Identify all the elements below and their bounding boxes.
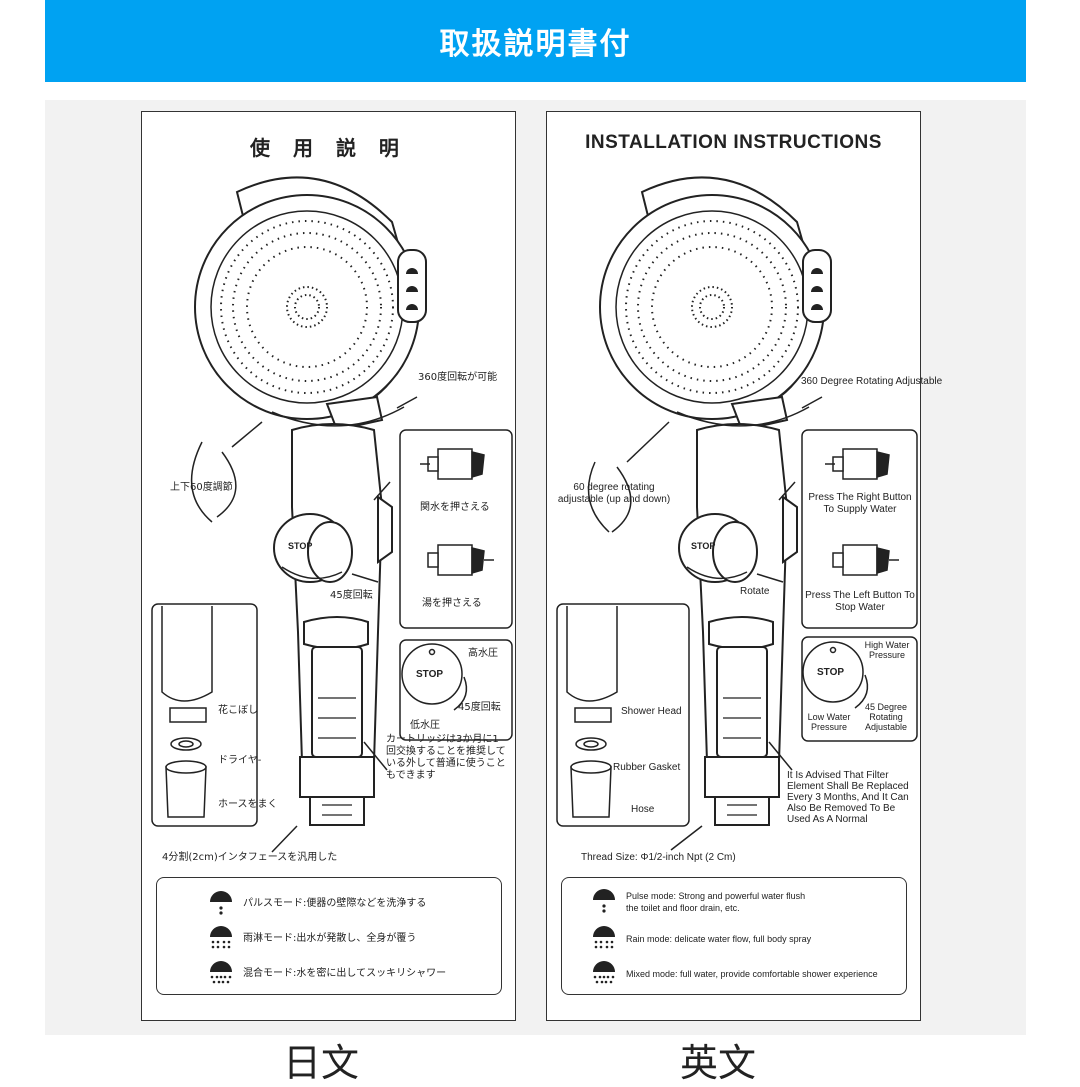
- hose-label: Hose: [631, 804, 655, 815]
- instruction-panel-japanese: 使 用 説 明: [141, 111, 516, 1021]
- rain-mode-icon: [593, 926, 615, 949]
- spray-modes-box: パルスモード:便器の壁際などを洗浄する 雨淋モード:出水が発散し、全身が覆う 混…: [156, 877, 502, 995]
- dial-stop-label: STOP: [817, 667, 845, 678]
- pulse-mode-icon: [210, 891, 232, 915]
- press-supply-label: 関水を押さえる: [420, 502, 490, 513]
- rotate-360-label: 360度回転が可能: [418, 372, 498, 383]
- mode-text: 混合モード:水を密に出してスッキリシャワー: [243, 968, 447, 979]
- rotate-45-label: 45度回転: [330, 590, 373, 601]
- mode-row-rain: 雨淋モード:出水が発散し、全身が覆う: [157, 925, 416, 953]
- mode-row-rain: Rain mode: delicate water flow, full bod…: [562, 925, 811, 953]
- dial-rotate-label: 45度回転: [458, 702, 501, 713]
- mode-text: Rain mode: delicate water flow, full bod…: [626, 934, 812, 944]
- header-banner: 取扱説明書付: [45, 0, 1026, 82]
- instruction-panel-english: INSTALLATION INSTRUCTIONS: [546, 111, 943, 1021]
- low-pressure-label: 低水圧: [410, 720, 440, 731]
- footer-label-japanese: 日文: [283, 1041, 360, 1085]
- rotate-label: Rotate: [740, 586, 770, 597]
- rain-mode-icon: [210, 926, 232, 949]
- mode-text: Mixed mode: full water, provide comforta…: [626, 969, 878, 979]
- gasket-label: Rubber Gasket: [613, 762, 681, 773]
- shower-head-label: 花こぼし: [218, 705, 258, 716]
- cartridge-note: カートリッジは3か月に1回交換することを推奨している外して普通に使うこともできま…: [386, 734, 506, 781]
- gasket-label: ドライヤ-: [218, 755, 262, 766]
- spray-modes-box: Pulse mode: Strong and powerful water fl…: [561, 877, 907, 995]
- cartridge-note: It Is Advised That Filter Element Shall …: [787, 770, 909, 825]
- thread-size-label: 4分割(2cm)インタフェースを汎用した: [162, 852, 338, 863]
- footer-label-english: 英文: [680, 1041, 757, 1085]
- mode-text: Pulse mode: Strong and powerful water fl…: [626, 891, 806, 913]
- press-stop-label: 湯を押さえる: [422, 598, 482, 609]
- mixed-mode-icon: [210, 961, 232, 984]
- knob-stop-label: STOP: [288, 541, 313, 551]
- high-pressure-label: High Water Pressure: [864, 640, 910, 660]
- panel-title: INSTALLATION INSTRUCTIONS: [585, 132, 882, 153]
- hose-label: ホースをまく: [218, 799, 278, 810]
- shower-head-diagram: [556, 176, 918, 851]
- shower-head-diagram: [151, 176, 513, 853]
- dial-rotate-label: 45 Degree Rotating Adjustable: [864, 702, 908, 732]
- banner-title: 取扱説明書付: [439, 27, 632, 62]
- mode-text: パルスモード:便器の壁際などを洗浄する: [243, 898, 427, 909]
- high-pressure-label: 高水圧: [468, 648, 498, 659]
- dial-stop-label: STOP: [416, 669, 444, 680]
- adjust-60-label: 60 degree rotating adjustable (up and do…: [557, 482, 671, 505]
- mode-text: 雨淋モード:出水が発散し、全身が覆う: [243, 933, 417, 944]
- thread-size-label: Thread Size: Φ1/2-inch Npt (2 Cm): [581, 852, 736, 863]
- adjust-60-label: 上下60度調節: [170, 482, 233, 493]
- knob-stop-label: STOP: [691, 541, 716, 551]
- mode-row-mixed: 混合モード:水を密に出してスッキリシャワー: [157, 960, 446, 988]
- mode-row-mixed: Mixed mode: full water, provide comforta…: [562, 960, 878, 988]
- press-stop-label: Press The Left Button To Stop Water: [805, 590, 915, 613]
- pulse-mode-icon: [593, 889, 615, 913]
- mode-row-pulse: Pulse mode: Strong and powerful water fl…: [562, 888, 806, 916]
- press-supply-label: Press The Right Button To Supply Water: [808, 492, 912, 515]
- shower-head-label: Shower Head: [621, 706, 682, 717]
- rotate-360-label: 360 Degree Rotating Adjustable: [801, 376, 943, 387]
- low-pressure-label: Low Water Pressure: [807, 712, 851, 732]
- mixed-mode-icon: [593, 961, 615, 984]
- panel-title: 使 用 説 明: [250, 136, 407, 160]
- mode-row-pulse: パルスモード:便器の壁際などを洗浄する: [157, 890, 426, 918]
